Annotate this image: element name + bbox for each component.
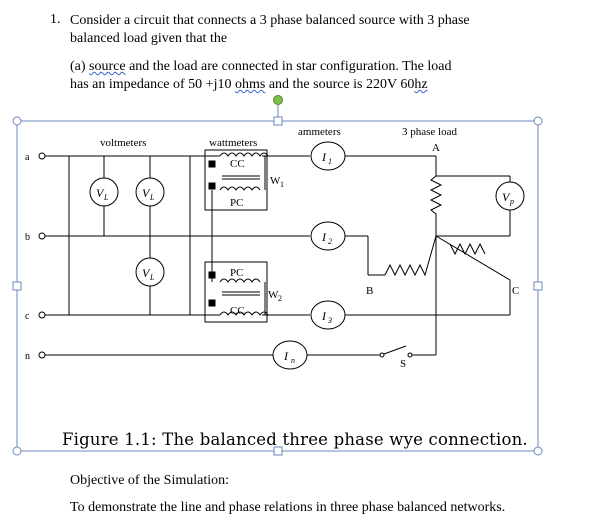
line-terminals bbox=[38, 152, 46, 359]
label-node-a: A bbox=[432, 142, 440, 154]
resize-handle-top[interactable] bbox=[273, 116, 283, 126]
resize-handle-top-left[interactable] bbox=[12, 116, 22, 126]
svg-text:2: 2 bbox=[278, 294, 282, 303]
objective-text: To demonstrate the line and phase relati… bbox=[70, 500, 506, 515]
svg-text:1: 1 bbox=[280, 180, 284, 189]
svg-text:n: n bbox=[291, 356, 295, 365]
terminal-label-c: c bbox=[25, 311, 30, 322]
label-wattmeters: wattmeters bbox=[209, 137, 257, 149]
question-line-2: balanced load given that the bbox=[70, 31, 228, 46]
voltmeter-vl-1: V L bbox=[89, 177, 119, 207]
wattmeter-w1 bbox=[204, 149, 269, 211]
voltmeter-vp: V p bbox=[495, 181, 525, 211]
svg-text:L: L bbox=[149, 273, 155, 282]
ammeter-i2: I 2 bbox=[310, 221, 346, 251]
svg-text:1: 1 bbox=[328, 157, 332, 166]
ammeter-i1: I 1 bbox=[310, 141, 346, 171]
question-text: Consider a circuit that connects a 3 pha… bbox=[70, 12, 590, 48]
ammeter-i3: I 3 bbox=[310, 300, 346, 330]
spellcheck-word[interactable]: hz bbox=[414, 77, 428, 92]
svg-text:I: I bbox=[283, 349, 289, 363]
svg-text:L: L bbox=[149, 193, 155, 202]
voltmeter-vl-3: V L bbox=[135, 257, 165, 287]
circuit-figure[interactable]: a b c n voltmeters wattmeters ammeters 3… bbox=[0, 90, 599, 470]
svg-text:V: V bbox=[502, 190, 511, 204]
question-number: 1. bbox=[50, 12, 61, 27]
selection-frame bbox=[16, 105, 539, 452]
svg-text:2: 2 bbox=[328, 237, 332, 246]
svg-text:W: W bbox=[270, 175, 281, 187]
voltmeter-vl-2: V L bbox=[135, 177, 165, 207]
label-voltmeters: voltmeters bbox=[100, 137, 146, 149]
resize-handle-bottom-left[interactable] bbox=[12, 446, 22, 456]
svg-text:W: W bbox=[268, 289, 279, 301]
svg-text:V: V bbox=[142, 266, 151, 280]
switch-s bbox=[379, 345, 413, 358]
resize-handle-bottom[interactable] bbox=[273, 446, 283, 456]
label-node-c: C bbox=[512, 285, 519, 297]
spellcheck-word[interactable]: source bbox=[89, 59, 126, 74]
resize-handle-top-right[interactable] bbox=[533, 116, 543, 126]
label-three-phase-load: 3 phase load bbox=[402, 126, 457, 138]
svg-text:p: p bbox=[509, 197, 514, 206]
resize-handle-bottom-right[interactable] bbox=[533, 446, 543, 456]
label-w1: W 1 bbox=[270, 175, 284, 189]
spellcheck-word[interactable]: ohms bbox=[234, 77, 266, 92]
label-cc-2: CC bbox=[230, 305, 245, 317]
svg-text:V: V bbox=[96, 186, 105, 200]
svg-text:I: I bbox=[321, 230, 327, 244]
terminal-label-n: n bbox=[25, 351, 30, 362]
load-resistors bbox=[384, 175, 486, 277]
svg-text:3: 3 bbox=[327, 316, 332, 325]
terminal-label-b: b bbox=[25, 232, 30, 243]
svg-text:I: I bbox=[321, 150, 327, 164]
objective-title: Objective of the Simulation: bbox=[70, 473, 230, 488]
label-node-b: B bbox=[366, 285, 373, 297]
question-part-a: (a) source and the load are connected in… bbox=[70, 59, 452, 92]
terminal-label-a: a bbox=[25, 152, 30, 163]
figure-caption: Figure 1.1: The balanced three phase wye… bbox=[62, 430, 528, 449]
label-cc-1: CC bbox=[230, 158, 245, 170]
resize-handle-left[interactable] bbox=[12, 281, 22, 291]
resize-handle-right[interactable] bbox=[533, 281, 543, 291]
rotate-handle[interactable] bbox=[273, 95, 283, 105]
label-w2: W 2 bbox=[268, 289, 282, 303]
svg-text:L: L bbox=[103, 193, 109, 202]
svg-text:V: V bbox=[142, 186, 151, 200]
svg-text:I: I bbox=[321, 309, 327, 323]
question-line-1: Consider a circuit that connects a 3 pha… bbox=[70, 13, 470, 28]
circuit-wiring bbox=[44, 155, 511, 356]
label-pc-1: PC bbox=[230, 197, 243, 209]
ammeter-in: I n bbox=[272, 340, 308, 370]
wattmeter-w2 bbox=[204, 261, 269, 323]
label-ammeters: ammeters bbox=[298, 126, 341, 138]
label-pc-2: PC bbox=[230, 267, 243, 279]
label-switch: S bbox=[400, 358, 406, 370]
